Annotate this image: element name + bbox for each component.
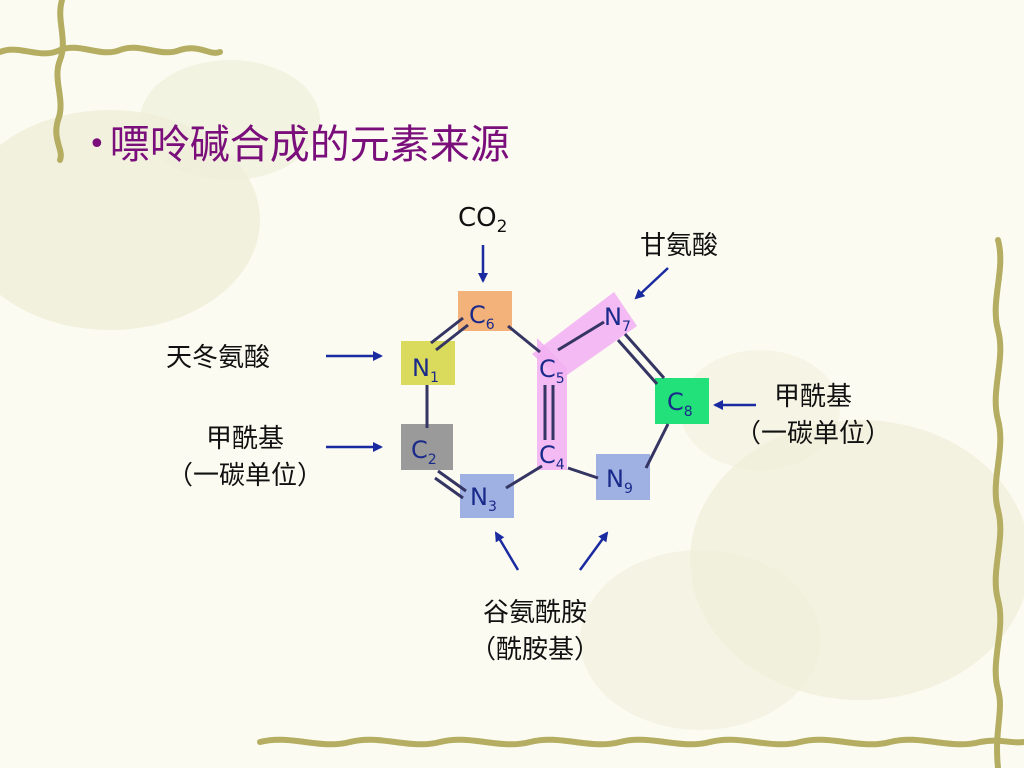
atom-c5: C5 (539, 355, 565, 387)
source-glycine: 甘氨酸 (640, 231, 719, 261)
formyl-left-line1: 甲酰基 (205, 424, 284, 454)
formyl-right-line1: 甲酰基 (773, 382, 852, 412)
bonds (425, 316, 670, 500)
glutamine-line1: 谷氨酰胺 (482, 598, 587, 628)
bullet-icon: • (88, 127, 106, 162)
bond-c6-n1 (430, 316, 464, 345)
bond-c4-n9 (567, 466, 599, 480)
atom-n7: N7 (604, 303, 631, 335)
atom-c4: C4 (539, 441, 565, 473)
source-glutamine: 谷氨酰胺 （酰胺基） (440, 592, 630, 666)
bond-c2-n3 (437, 469, 467, 493)
bond-n3-c4 (505, 464, 543, 490)
bond-c5-n7 (557, 320, 605, 352)
source-formyl-left: 甲酰基 （一碳单位） (150, 418, 340, 492)
vine-right (992, 237, 1004, 768)
bond-c2-n3 (434, 476, 464, 500)
atom-n9: N9 (606, 465, 633, 497)
atom-box-c2 (401, 424, 453, 470)
atom-box-n3 (460, 474, 514, 518)
bond-n7-c8 (616, 339, 659, 385)
faded-flower (580, 550, 820, 730)
atom-box-n9 (596, 454, 650, 500)
atom-c2: C2 (411, 436, 437, 468)
bond-n7-c8 (623, 333, 666, 379)
atom-c8: C8 (667, 388, 693, 420)
source-aspartate: 天冬氨酸 (166, 343, 271, 373)
glycine-region-highlight (532, 292, 637, 380)
source-co2: CO2 (458, 203, 507, 237)
glutamine-line2: （酰胺基） (469, 635, 600, 665)
arrow-glycine (634, 267, 669, 300)
co2-text: CO (458, 203, 497, 233)
vine-left (53, 0, 66, 163)
formyl-left-line2: （一碳单位） (166, 461, 323, 491)
atom-box-n1 (401, 341, 455, 385)
slide-title-text: 嘌呤碱合成的元素来源 (109, 122, 510, 168)
formyl-right-line2: （一碳单位） (734, 419, 891, 449)
atom-box-c8 (655, 378, 709, 424)
vine-top (0, 44, 223, 57)
arrow-glutamine-n9 (578, 531, 609, 571)
bond-c8-n9 (644, 423, 670, 469)
vine-bottom (257, 736, 1024, 748)
source-formyl-right: 甲酰基 （一碳单位） (718, 376, 908, 450)
bond-c6-n1 (435, 323, 469, 352)
atom-n3: N3 (470, 483, 497, 515)
arrow-glutamine-n3 (494, 531, 520, 571)
co2-subscript: 2 (496, 217, 508, 237)
slide-title: •嘌呤碱合成的元素来源 (88, 112, 510, 170)
faded-flower (140, 60, 320, 180)
faded-flower (680, 350, 840, 470)
bond-c6-c5 (507, 324, 541, 354)
atom-c6: C6 (469, 301, 495, 333)
atom-n1: N1 (412, 354, 439, 386)
